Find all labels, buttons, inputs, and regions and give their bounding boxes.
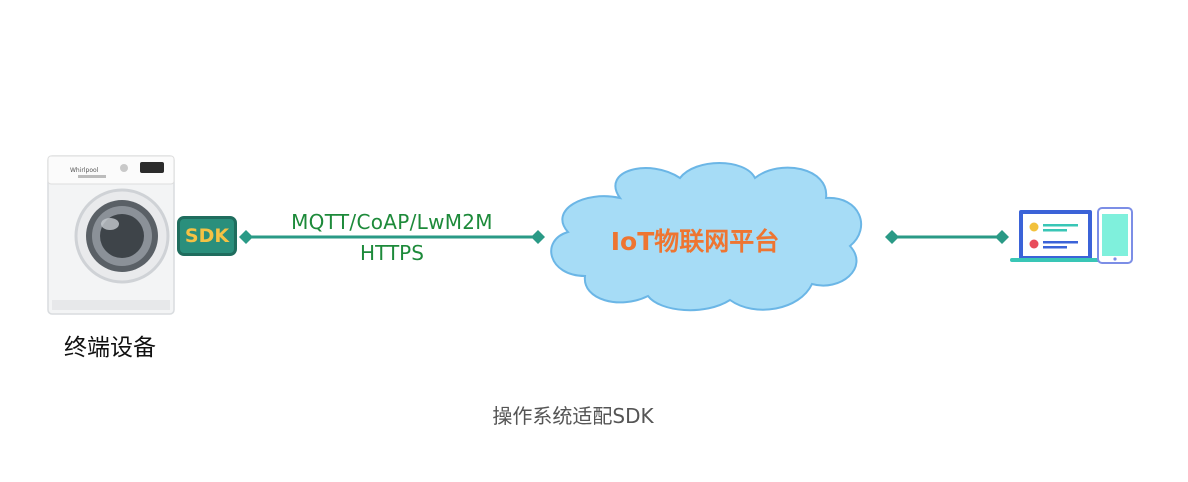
protocol-label-secondary: HTTPS [360, 241, 424, 265]
washing-machine-icon: Whirlpool [47, 155, 175, 315]
platform-to-client-connector [885, 230, 1009, 244]
sdk-badge: SDK [177, 216, 237, 256]
caption: 操作系统适配SDK [492, 404, 654, 428]
cloud-icon [550, 162, 862, 312]
laptop-tablet-icon [1010, 207, 1133, 264]
platform-label: IoT物联网平台 [610, 227, 780, 256]
protocol-label-primary: MQTT/CoAP/LwM2M [291, 210, 493, 234]
brand-mark: Whirlpool [70, 167, 99, 174]
sdk-to-platform-connector [239, 230, 545, 244]
device-label: 终端设备 [64, 335, 156, 361]
